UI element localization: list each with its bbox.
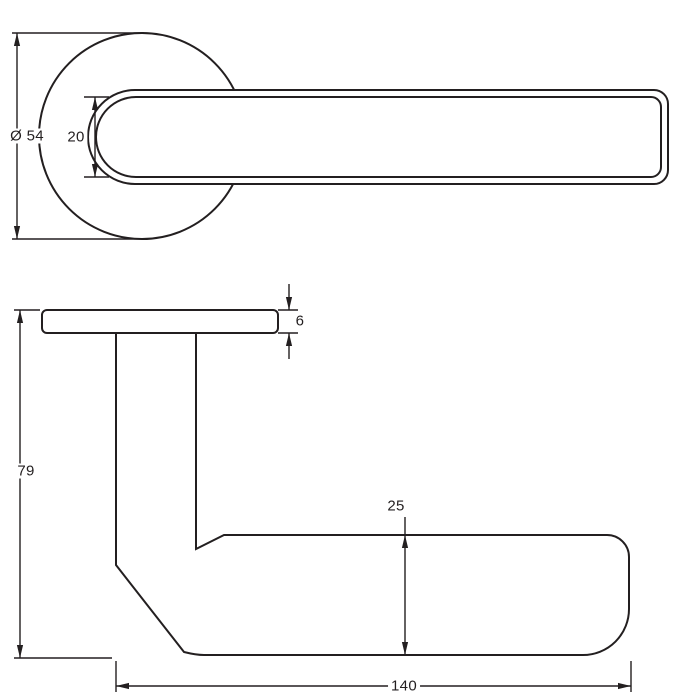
arrowhead <box>401 535 409 548</box>
lever-outline-outer <box>87 89 669 185</box>
dim-label-overall-height: 79 <box>14 463 38 479</box>
dim-overall-height-lines <box>14 309 112 659</box>
arrowhead <box>91 164 99 177</box>
arrowhead <box>401 642 409 655</box>
dim-label-rose-thickness: 6 <box>292 313 308 329</box>
dim-overall-length-lines <box>115 661 632 692</box>
arrowhead <box>618 682 631 690</box>
dim-label-overall-length: 140 <box>388 678 420 694</box>
arrowhead <box>13 33 21 46</box>
dim-rose-thickness-lines <box>278 284 298 359</box>
lever-outline-inner <box>95 96 662 178</box>
lever-profile-side <box>115 333 630 656</box>
arrowhead <box>285 333 293 346</box>
arrowhead <box>285 297 293 310</box>
dim-label-grip-height: 25 <box>384 498 408 514</box>
front-view-dimensions <box>12 32 144 240</box>
dim-label-lever-width: 20 <box>64 129 88 145</box>
arrowhead <box>16 310 24 323</box>
arrowhead <box>16 645 24 658</box>
arrowhead <box>91 97 99 110</box>
rose-plate-side <box>41 309 279 334</box>
dim-label-rose-diameter: Ø 54 <box>7 128 47 144</box>
side-view <box>41 309 630 656</box>
dim-grip-height-lines <box>401 517 409 655</box>
side-view-dimensions <box>14 284 632 692</box>
arrowhead <box>13 226 21 239</box>
dim-lever-width-lines <box>84 96 109 178</box>
front-view <box>38 32 669 240</box>
arrowhead <box>116 682 129 690</box>
